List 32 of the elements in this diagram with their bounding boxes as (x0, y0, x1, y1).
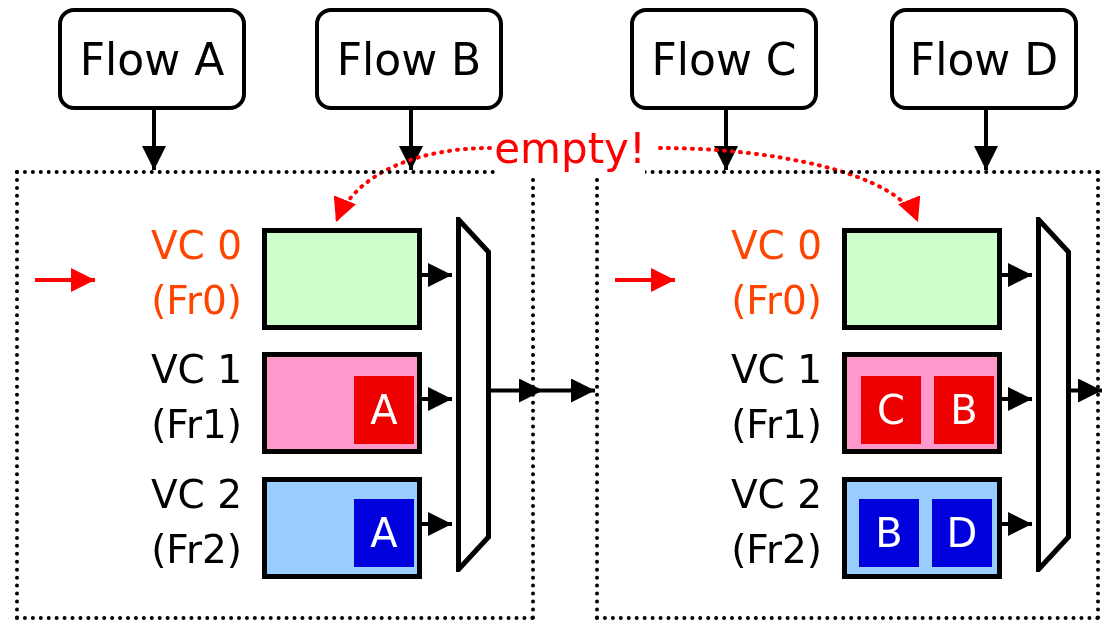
buffer-box (842, 477, 1002, 579)
vc-label: VC 1 (Fr1) (729, 346, 822, 449)
flow-box: Flow B (315, 8, 503, 110)
buffer-box (262, 352, 422, 454)
flit-box: D (932, 499, 992, 567)
arrow (974, 110, 998, 170)
arrow (714, 110, 738, 170)
vc-label: VC 2 (Fr2) (149, 471, 242, 574)
arrow (142, 110, 166, 170)
buffer-box (262, 228, 422, 330)
arrow (399, 110, 423, 170)
vc-label: VC 1 (Fr1) (149, 346, 242, 449)
flit-box: B (859, 499, 919, 567)
buffer-box (842, 352, 1002, 454)
flit-box: C (861, 376, 921, 444)
router-box (15, 170, 535, 620)
vc-label: VC 2 (Fr2) (729, 471, 822, 574)
flit-box: A (354, 376, 414, 444)
buffer-box (842, 228, 1002, 330)
multiplexer (1036, 217, 1071, 572)
vc-label: VC 0 (Fr0) (729, 222, 822, 325)
flow-box: Flow C (630, 8, 818, 110)
vc-label: VC 0 (Fr0) (149, 222, 242, 325)
dotted-arrow (658, 146, 920, 224)
dotted-arrow (334, 146, 492, 224)
router-box (595, 170, 1100, 620)
buffer-box (262, 477, 422, 579)
flit-box: B (934, 376, 994, 444)
multiplexer (456, 217, 491, 572)
flow-box: Flow D (890, 8, 1078, 110)
flit-box: A (354, 499, 414, 567)
flow-box: Flow A (58, 8, 246, 110)
